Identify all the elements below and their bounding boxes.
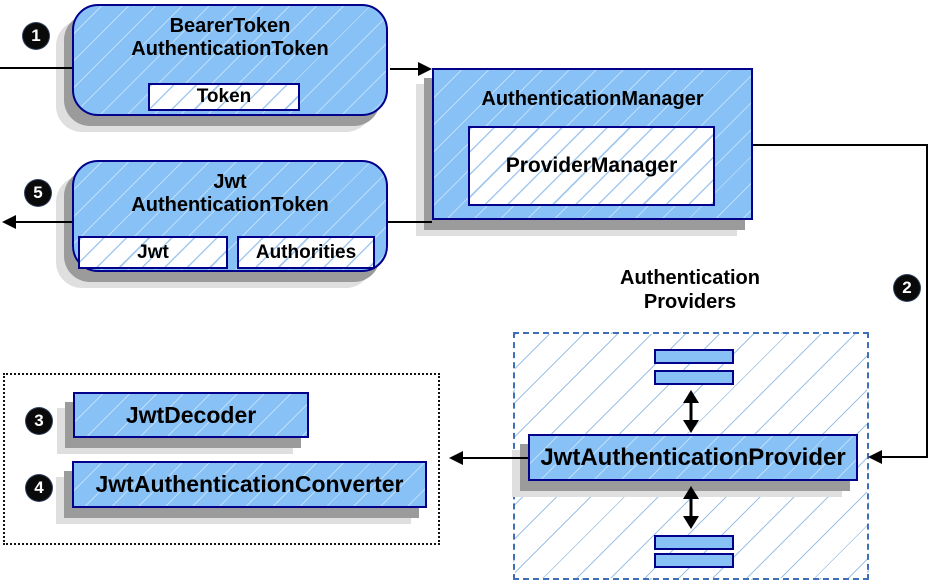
authentication-manager-box: AuthenticationManager ProviderManager [432, 68, 753, 220]
providers-heading-line2: Providers [643, 291, 737, 313]
left-arrowhead-icon [868, 450, 882, 464]
step-1-badge: 1 [23, 23, 49, 49]
step-4-badge: 4 [26, 475, 52, 501]
bearer-token-box-title: BearerToken AuthenticationToken [74, 6, 386, 61]
jwt-token-box-title: Jwt AuthenticationToken [74, 162, 386, 217]
providers-heading-line1: Authentication [620, 267, 760, 289]
provider-placeholder-bar [654, 535, 734, 550]
right-arrowhead-icon [418, 62, 432, 76]
token-chip: Token [148, 83, 300, 111]
bearer-to-manager-arrow [390, 62, 432, 76]
provider-placeholder-bar [654, 349, 734, 364]
step-5-badge: 5 [25, 180, 51, 206]
provider-placeholder-bar [654, 370, 734, 385]
step-2-badge: 2 [894, 275, 920, 301]
left-arrowhead-icon [449, 451, 463, 465]
jwt-token-title-line1: Jwt [213, 171, 247, 193]
jwt-authentication-converter-box: JwtAuthenticationConverter [72, 461, 427, 508]
authentication-providers-heading: Authentication Providers [590, 266, 790, 314]
jwt-chip: Jwt [78, 236, 228, 269]
jwt-token-title-line2: AuthenticationToken [131, 194, 329, 216]
jwt-decoder-box: JwtDecoder [73, 392, 309, 438]
bearer-token-title-line1: BearerToken [169, 15, 291, 37]
step-3-badge: 3 [26, 408, 52, 434]
jwt-authentication-token-box: Jwt AuthenticationToken Jwt Authorities [72, 160, 388, 272]
jwt-authentication-provider-box: JwtAuthenticationProvider [528, 434, 858, 481]
authentication-manager-title: AuthenticationManager [481, 88, 704, 110]
authorities-chip: Authorities [237, 236, 375, 269]
outgoing-result-arrow [2, 215, 72, 229]
provider-placeholder-bar [654, 553, 734, 568]
jwt-resolver-region [3, 373, 440, 545]
bearer-token-authentication-token-box: BearerToken AuthenticationToken Token [72, 4, 388, 116]
provider-manager-chip: ProviderManager [468, 126, 715, 206]
bearer-token-title-line2: AuthenticationToken [131, 38, 329, 60]
left-arrowhead-icon [2, 215, 16, 229]
